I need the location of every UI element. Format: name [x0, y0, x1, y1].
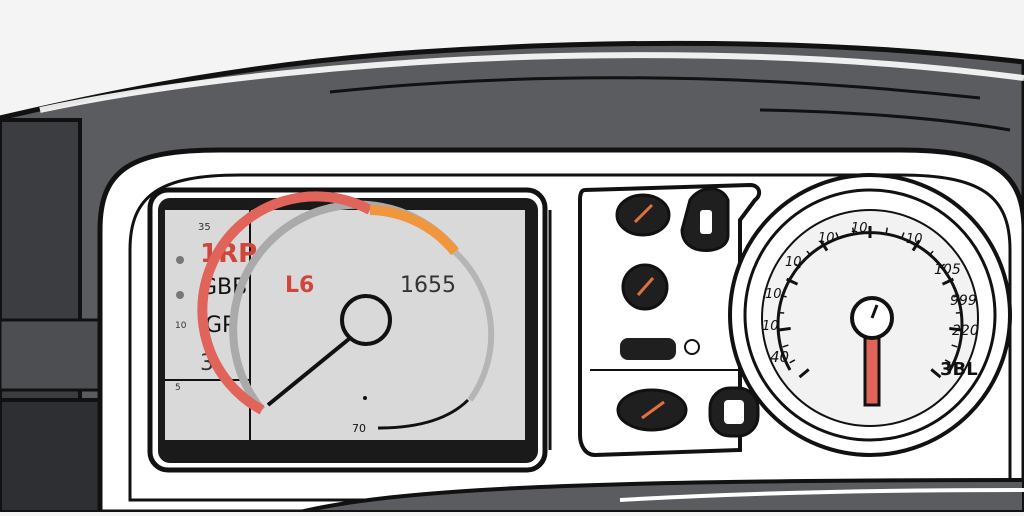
- speedo-tick-label: 10: [851, 221, 868, 236]
- indicator-bar-icon[interactable]: [620, 338, 676, 360]
- display-label-3-small: 10: [175, 321, 187, 331]
- speedo-right-label: 999: [950, 293, 977, 309]
- indicator-dot-2: [176, 291, 184, 299]
- speedo-left-label: 10: [765, 287, 782, 302]
- gauge-red-readout: L6: [285, 273, 314, 298]
- display-label-bottom: 5: [175, 383, 181, 393]
- speedo-right-label: 3BL: [940, 359, 978, 380]
- square-button-inner: [724, 400, 744, 424]
- gauge-hub: [342, 296, 390, 344]
- small-dot-icon: [685, 340, 699, 354]
- speedo-right-label: 220: [952, 323, 979, 339]
- speedometer-tick: [779, 328, 791, 330]
- indicator-dot-1: [176, 256, 184, 264]
- gauge-mark-dot: [363, 396, 367, 400]
- speedo-tick-label: 10: [762, 319, 779, 334]
- gauge-gray-readout: 1655: [400, 273, 456, 298]
- left-vent: [0, 320, 110, 390]
- key-slot-insert: [700, 210, 712, 234]
- speedo-tick-label: 10: [906, 232, 923, 247]
- speedo-tick-label: 10: [818, 231, 835, 246]
- speedo-right-label: 105: [934, 262, 961, 278]
- speedo-left-label: 40: [770, 348, 789, 366]
- speedo-left-label: 10: [785, 255, 802, 270]
- display-label-top: 35: [198, 222, 211, 233]
- gauge-bottom-label: 70: [352, 422, 366, 435]
